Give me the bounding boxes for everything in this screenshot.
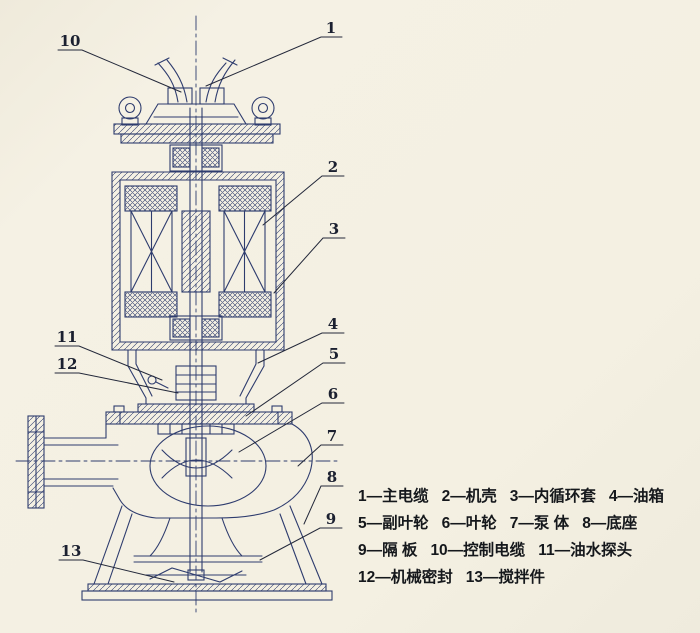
leader-line-11 bbox=[54, 345, 163, 381]
callout-9: 9 bbox=[325, 509, 337, 528]
legend-item-13: 13—搅拌件 bbox=[465, 569, 545, 586]
impeller bbox=[161, 437, 233, 479]
leader-line-10 bbox=[57, 49, 182, 93]
leader-line-9 bbox=[259, 527, 343, 561]
legend-item-1: 1—主电缆 bbox=[358, 488, 429, 505]
legend-item-5: 5—副叶轮 bbox=[358, 515, 429, 532]
stator-winding-right bbox=[218, 185, 272, 318]
legend-item-8: 8—底座 bbox=[582, 515, 638, 532]
callout-10: 10 bbox=[59, 31, 81, 50]
auxiliary-impeller bbox=[157, 423, 235, 435]
leader-lines bbox=[54, 36, 346, 583]
agitator bbox=[145, 567, 247, 583]
lower-bearing bbox=[169, 315, 223, 341]
stator-winding-left bbox=[124, 185, 178, 318]
mechanical-seal bbox=[175, 365, 217, 401]
legend-row-3: 9—隔 板 10—控制电缆 11—油水探头 bbox=[358, 541, 698, 561]
legend-row-2: 5—副叶轮 6—叶轮 7—泵 体 8—底座 bbox=[358, 514, 698, 534]
callout-4: 4 bbox=[327, 314, 339, 333]
callout-5: 5 bbox=[328, 344, 340, 363]
partition-plate bbox=[133, 555, 263, 563]
callout-7: 7 bbox=[326, 426, 338, 445]
legend-item-4: 4—油箱 bbox=[608, 488, 664, 505]
callout-8: 8 bbox=[326, 467, 338, 486]
legend-item-11: 11—油水探头 bbox=[538, 542, 633, 559]
leader-line-6 bbox=[238, 402, 345, 453]
callout-2: 2 bbox=[327, 157, 339, 176]
leader-line-1 bbox=[205, 36, 343, 87]
base-stand bbox=[81, 505, 333, 601]
leader-line-12 bbox=[54, 372, 179, 394]
legend-item-10: 10—控制电缆 bbox=[430, 542, 526, 559]
legend: 1—主电缆 2—机壳 3—内循环套 4—油箱 5—副叶轮 6—叶轮 7—泵 体 8—底座 9—隔… bbox=[358, 487, 698, 595]
callout-1: 1 bbox=[325, 18, 337, 37]
suction-bell bbox=[149, 517, 243, 557]
leader-line-13 bbox=[58, 559, 175, 583]
callout-12: 12 bbox=[56, 354, 78, 373]
legend-item-2: 2—机壳 bbox=[441, 488, 497, 505]
leader-line-3 bbox=[273, 237, 346, 294]
leader-line-2 bbox=[262, 175, 345, 226]
callout-13: 13 bbox=[60, 541, 82, 560]
callout-6: 6 bbox=[327, 384, 339, 403]
top-cover bbox=[113, 103, 281, 144]
callout-11: 11 bbox=[56, 327, 78, 346]
legend-item-9: 9—隔 板 bbox=[358, 542, 418, 559]
motor-casing bbox=[111, 171, 285, 351]
legend-item-6: 6—叶轮 bbox=[441, 515, 497, 532]
leader-line-8 bbox=[303, 485, 344, 525]
leader-line-5 bbox=[245, 362, 346, 417]
rotor bbox=[181, 210, 211, 293]
legend-row-1: 1—主电缆 2—机壳 3—内循环套 4—油箱 bbox=[358, 487, 698, 507]
lifting-eye-left bbox=[118, 96, 142, 126]
upper-bearing bbox=[169, 144, 223, 172]
legend-item-7: 7—泵 体 bbox=[509, 515, 570, 532]
leader-line-4 bbox=[257, 332, 345, 364]
lifting-eye-right bbox=[251, 96, 275, 126]
callout-3: 3 bbox=[328, 219, 340, 238]
legend-item-3: 3—内循环套 bbox=[509, 488, 596, 505]
pump-volute bbox=[43, 423, 313, 519]
legend-row-4: 12—机械密封 13—搅拌件 bbox=[358, 568, 698, 588]
oil-water-probe bbox=[147, 375, 169, 389]
leader-line-7 bbox=[297, 444, 344, 467]
legend-item-12: 12—机械密封 bbox=[358, 569, 453, 586]
inlet-flange bbox=[27, 415, 45, 509]
